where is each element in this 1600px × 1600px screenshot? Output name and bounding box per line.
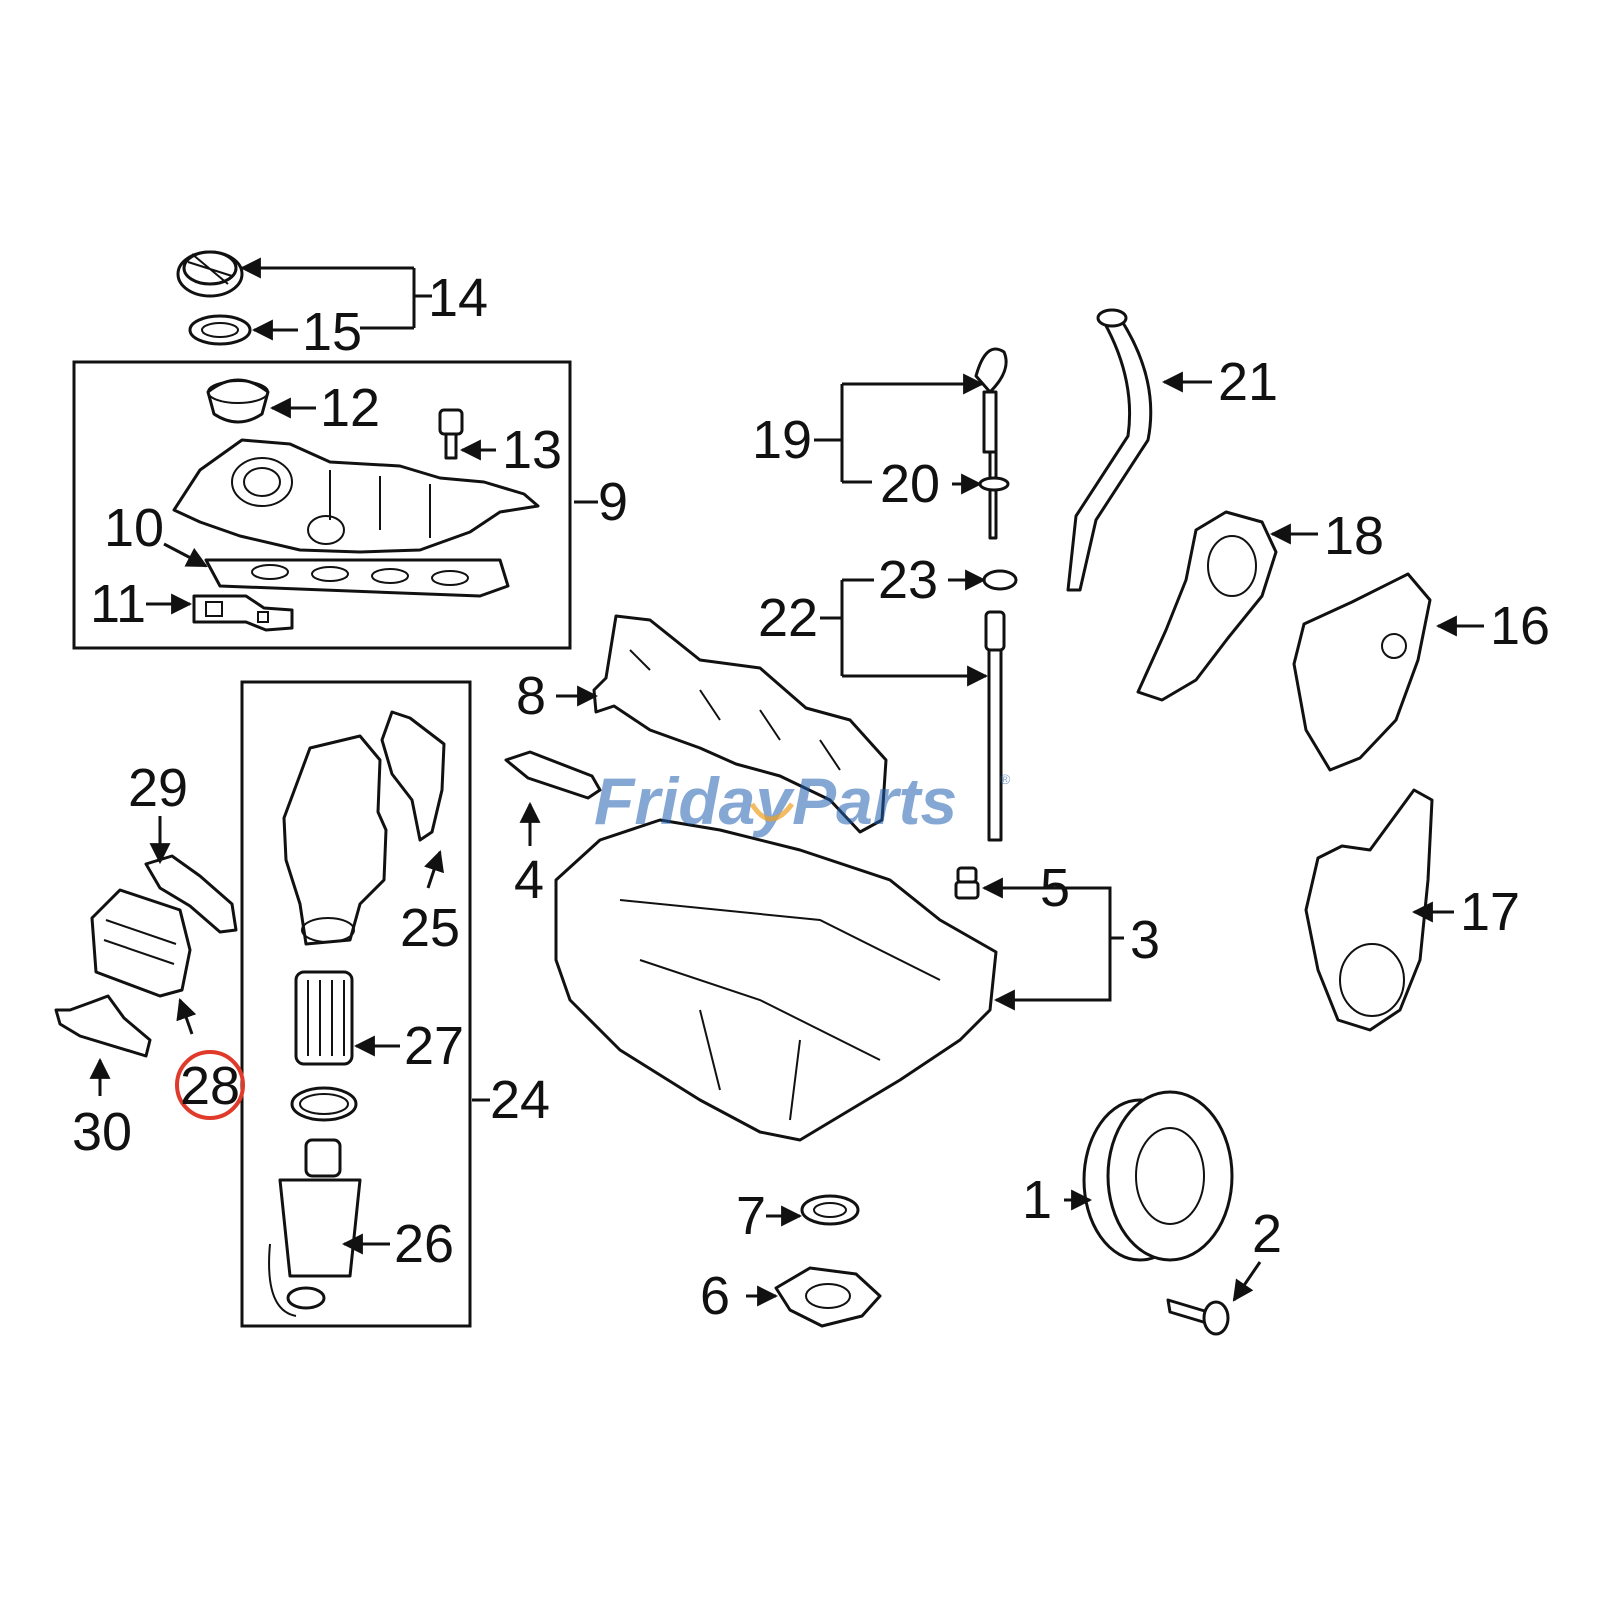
dipstick-part: [974, 347, 1008, 540]
leader-28: [176, 998, 197, 1035]
callout-28: 28: [180, 1056, 240, 1116]
callout-17: 17: [1460, 882, 1520, 942]
oil-baffle-part: [592, 614, 888, 834]
callout-20: 20: [880, 454, 940, 514]
callout-13: 13: [502, 420, 562, 480]
callout-22: 22: [758, 588, 818, 648]
cooler-bracket-part: [54, 994, 152, 1058]
timing-cover-part: [1292, 572, 1432, 772]
watermark-registered-mark: ®: [1000, 771, 1011, 787]
drain-plug-part: [954, 866, 980, 900]
callout-6: 6: [700, 1266, 730, 1326]
callout-11: 11: [90, 574, 146, 634]
dipstick-guide-part: [984, 610, 1006, 842]
callout-30: 30: [72, 1102, 132, 1162]
callout-18: 18: [1324, 506, 1384, 566]
oil-cooler-part: [90, 888, 192, 998]
valve-cover-plug-part: [206, 378, 270, 424]
callout-3: 3: [1130, 910, 1160, 970]
small-gasket-part: [192, 594, 294, 632]
leader-10: [163, 542, 208, 568]
oil-filter-element-part: [294, 970, 354, 1066]
callout-10: 10: [104, 498, 164, 558]
oil-filler-cap-part: [176, 250, 244, 298]
crankshaft-pulley-part: [1082, 1090, 1234, 1262]
leader-3: [1000, 886, 1124, 1002]
callout-27: 27: [404, 1016, 464, 1076]
valve-cover-group-box: [72, 360, 572, 650]
callout-1: 1: [1022, 1170, 1052, 1230]
watermark-accent-swoosh: [749, 802, 795, 822]
callout-5: 5: [1040, 858, 1070, 918]
callout-21: 21: [1218, 352, 1278, 412]
callout-8: 8: [516, 666, 546, 726]
callout-9: 9: [598, 472, 628, 532]
seal-flange-part: [774, 1266, 882, 1328]
housing-gasket-part: [380, 710, 446, 842]
leader-22: [820, 578, 874, 676]
filter-cap-part: [268, 1138, 362, 1317]
leader-14: [242, 268, 432, 328]
watermark-text: FridayParts: [594, 764, 957, 838]
pulley-bolt-part: [1166, 1298, 1230, 1336]
oil-filter-housing-group-box: [240, 680, 472, 1328]
tube-o-ring-part: [982, 569, 1018, 591]
leader-19: [814, 382, 980, 484]
timing-cover-lower-part: [1304, 788, 1434, 1032]
callout-14: 14: [428, 268, 488, 328]
callout-15: 15: [302, 302, 362, 362]
callout-24: 24: [490, 1070, 550, 1130]
watermark-logo: FridayParts ®: [594, 764, 1011, 838]
callout-4: 4: [514, 850, 544, 910]
dipstick-o-ring-part: [978, 476, 1010, 492]
cooler-gasket-part: [144, 854, 238, 934]
callout-25: 25: [400, 898, 460, 958]
filler-cap-seal-part: [188, 314, 252, 346]
oil-filter-housing-part: [282, 734, 388, 946]
valve-cover-part: [172, 438, 540, 554]
timing-cover-upper-part: [1136, 510, 1278, 702]
callout-16: 16: [1490, 596, 1550, 656]
callout-23: 23: [878, 550, 938, 610]
valve-cover-gasket-part: [204, 558, 510, 598]
callout-26: 26: [394, 1214, 454, 1274]
leader-2: [1232, 1261, 1262, 1302]
filter-o-ring-part: [290, 1086, 358, 1122]
callout-19: 19: [752, 410, 812, 470]
oil-pan-part: [554, 818, 998, 1142]
callout-28-highlight-ring: [175, 1050, 245, 1120]
dipstick-tube-part: [1066, 308, 1153, 592]
valve-cover-bolt-part: [438, 408, 464, 460]
callout-29: 29: [128, 758, 188, 818]
front-seal-part: [800, 1194, 860, 1226]
callout-7: 7: [736, 1186, 766, 1246]
leader-25: [424, 850, 444, 889]
oil-pickup-screen-part: [504, 750, 602, 800]
callout-12: 12: [320, 378, 380, 438]
callout-2: 2: [1252, 1204, 1282, 1264]
